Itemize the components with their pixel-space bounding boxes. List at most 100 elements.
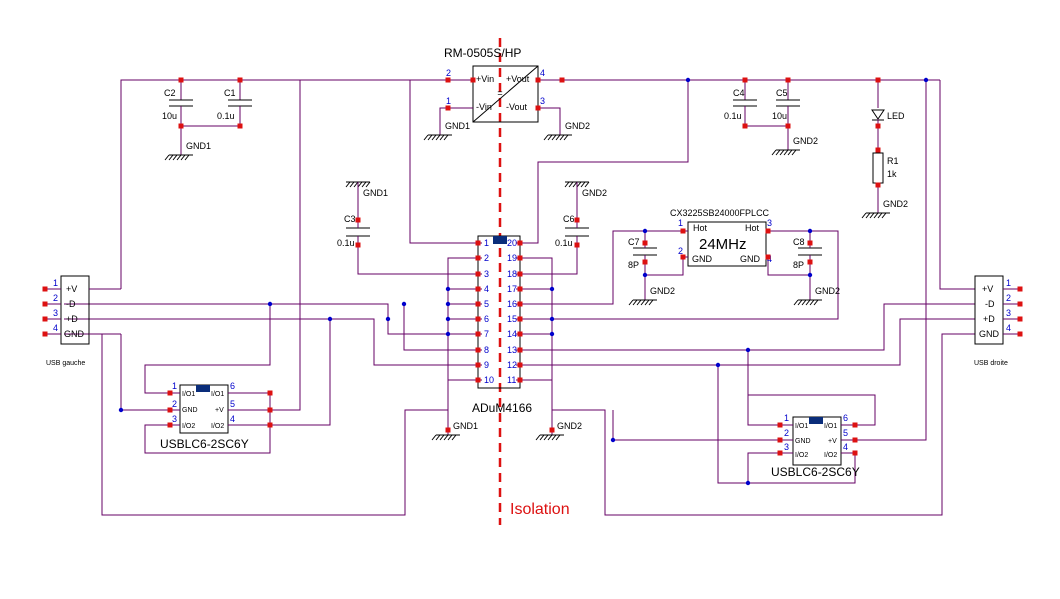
crystal-pin-1: 1 bbox=[678, 218, 683, 228]
regulator-body bbox=[472, 65, 539, 123]
ground-symbol-gnd2: GND2 bbox=[628, 286, 675, 306]
connection-marker bbox=[1017, 301, 1023, 307]
ground-label: GND2 bbox=[557, 421, 582, 431]
isolator-pin-4: 4 bbox=[484, 284, 489, 294]
connection-marker bbox=[807, 259, 813, 265]
isolator-pin-9: 9 bbox=[484, 360, 489, 370]
usb-right-num-2: 2 bbox=[1006, 293, 1011, 303]
usb-right-num-4: 4 bbox=[1006, 323, 1011, 333]
junction-dot bbox=[610, 437, 616, 443]
isolator-pin-12: 12 bbox=[507, 360, 517, 370]
connection-marker bbox=[445, 427, 451, 433]
regulator-pin-2: 2 bbox=[446, 68, 451, 78]
c1-ref: C1 bbox=[224, 88, 236, 98]
connection-marker bbox=[680, 228, 686, 234]
crystal-pin-2: 2 bbox=[678, 246, 683, 256]
connection-marker bbox=[574, 242, 580, 248]
connection-marker bbox=[642, 259, 648, 265]
connection-marker bbox=[765, 228, 771, 234]
c4-val: 0.1u bbox=[724, 111, 742, 121]
tvs-left-pin-io1-b: I/O1 bbox=[211, 391, 224, 398]
isolator-pin-3: 3 bbox=[484, 269, 489, 279]
junction-dot bbox=[549, 316, 555, 322]
connection-marker bbox=[517, 301, 523, 307]
tvs-left-pin-io1-a: I/O1 bbox=[182, 391, 195, 398]
junction-dot bbox=[745, 347, 751, 353]
connection-marker bbox=[167, 390, 173, 396]
isolator-pin-20: 20 bbox=[507, 238, 517, 248]
regulator-pin-1: 1 bbox=[446, 96, 451, 106]
junction-dot bbox=[807, 228, 813, 234]
regulator-vout-minus: -Vout bbox=[506, 102, 528, 112]
connection-marker bbox=[237, 123, 243, 129]
ground-label: GND2 bbox=[815, 286, 840, 296]
connection-marker bbox=[642, 240, 648, 246]
usb-right-pin-gnd: GND bbox=[979, 329, 1000, 339]
tvs-right-num-5: 5 bbox=[843, 428, 848, 438]
c3-ref: C3 bbox=[344, 214, 356, 224]
regulator-vout-plus: +Vout bbox=[506, 74, 530, 84]
usb-left-connector: +V -D +D GND 1 2 3 4 USB gauche bbox=[45, 275, 121, 367]
connection-marker bbox=[475, 240, 481, 246]
r1-ref: R1 bbox=[887, 156, 899, 166]
ground-symbol-gnd2: GND2 bbox=[861, 199, 908, 219]
usb-left-pin-vplus: +V bbox=[66, 284, 77, 294]
connection-marker bbox=[517, 255, 523, 261]
connection-marker bbox=[475, 301, 481, 307]
usb-left-num-1: 1 bbox=[53, 278, 58, 288]
junction-dot bbox=[445, 286, 451, 292]
tvs-left-pin-gnd: GND bbox=[182, 407, 198, 414]
connection-marker bbox=[42, 286, 48, 292]
ground-label: GND1 bbox=[363, 188, 388, 198]
isolator-pin-18: 18 bbox=[507, 269, 517, 279]
connection-marker bbox=[852, 422, 858, 428]
ground-label: GND1 bbox=[186, 141, 211, 151]
usb-left-num-4: 4 bbox=[53, 323, 58, 333]
connection-marker bbox=[445, 77, 451, 83]
ground-symbol-gnd1: GND1 bbox=[431, 421, 478, 441]
isolator-notch bbox=[493, 236, 507, 244]
usb-right-connector: +V -D +D GND 1 2 3 4 USB droite bbox=[974, 275, 1020, 367]
junction-dot bbox=[745, 480, 751, 486]
ground-label: GND2 bbox=[793, 136, 818, 146]
connection-marker bbox=[517, 362, 523, 368]
connection-marker bbox=[475, 377, 481, 383]
isolator-name: ADuM4166 bbox=[472, 401, 532, 415]
connection-marker bbox=[559, 77, 565, 83]
connection-marker bbox=[1017, 331, 1023, 337]
regulator-rm0505: RM-0505S/HP +Vin -Vin +Vout -Vout = 2 1 … bbox=[444, 46, 545, 123]
tvs-right-name: USBLC6-2SC6Y bbox=[771, 465, 860, 479]
tvs-right-pin-vplus: +V bbox=[828, 438, 837, 445]
usb-right-pin-dminus: -D bbox=[985, 299, 995, 309]
tvs-left-num-1: 1 bbox=[172, 381, 177, 391]
connection-marker bbox=[42, 331, 48, 337]
isolator-pin-15: 15 bbox=[507, 314, 517, 324]
connection-marker bbox=[355, 242, 361, 248]
c7-val: 8P bbox=[628, 260, 639, 270]
c5-ref: C5 bbox=[776, 88, 788, 98]
ground-label: GND2 bbox=[582, 188, 607, 198]
usb-left-num-2: 2 bbox=[53, 293, 58, 303]
connection-marker bbox=[267, 422, 273, 428]
usb-left-pin-gnd: GND bbox=[64, 329, 85, 339]
junction-dot bbox=[445, 331, 451, 337]
connection-marker bbox=[517, 240, 523, 246]
connection-marker bbox=[267, 407, 273, 413]
usb-right-body bbox=[974, 275, 1004, 345]
usb-left-label: USB gauche bbox=[46, 360, 85, 367]
isolator-pin-7: 7 bbox=[484, 329, 489, 339]
isolator-pin-13: 13 bbox=[507, 345, 517, 355]
junction-dot bbox=[401, 301, 407, 307]
tvs-left-num-5: 5 bbox=[230, 399, 235, 409]
isolator-pin-6: 6 bbox=[484, 314, 489, 324]
connection-marker bbox=[445, 105, 451, 111]
junction-dot bbox=[445, 316, 451, 322]
c2-val: 10u bbox=[162, 111, 177, 121]
connection-marker bbox=[475, 362, 481, 368]
crystal-hot-1: Hot bbox=[693, 223, 708, 233]
led-label: LED bbox=[887, 111, 905, 121]
connection-marker bbox=[852, 450, 858, 456]
usb-left-body bbox=[60, 275, 90, 345]
ground-symbol-gnd1: GND1 bbox=[164, 141, 211, 161]
connection-marker bbox=[875, 123, 881, 129]
